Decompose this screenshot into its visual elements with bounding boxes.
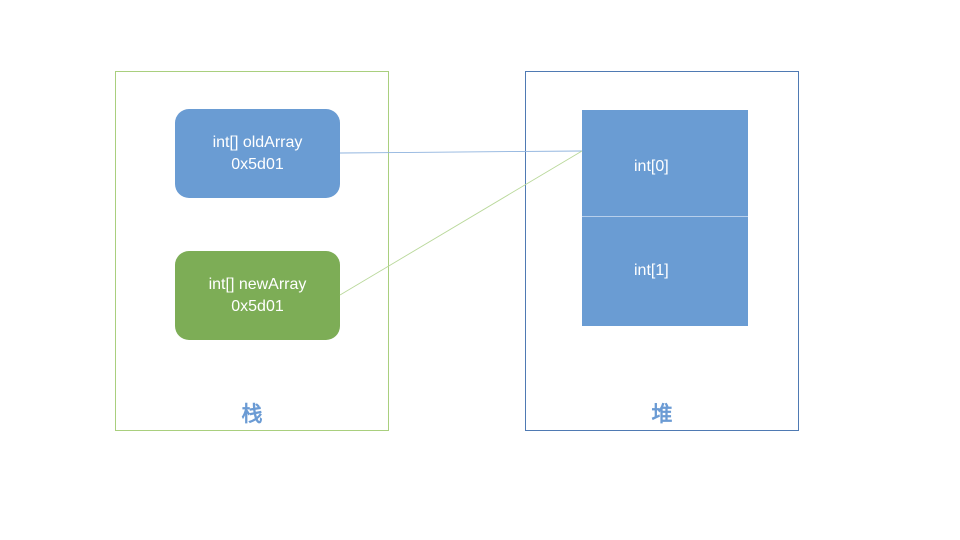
heap-cell-1: int[1]	[582, 217, 748, 326]
old-array-address: 0x5d01	[231, 155, 284, 173]
old-array-reference: int[] oldArray 0x5d01	[175, 109, 340, 198]
stack-label: 栈	[241, 402, 263, 426]
new-array-address: 0x5d01	[231, 297, 284, 315]
heap-array-object: int[0] int[1]	[582, 110, 748, 326]
heap-label: 堆	[651, 402, 673, 426]
heap-cell-0: int[0]	[582, 110, 748, 217]
new-array-reference: int[] newArray 0x5d01	[175, 251, 340, 340]
new-array-declaration: int[] newArray	[208, 275, 307, 293]
old-array-declaration: int[] oldArray	[212, 133, 303, 151]
heap-cell-0-label: int[0]	[634, 158, 669, 175]
heap-cell-1-label: int[1]	[634, 262, 669, 279]
